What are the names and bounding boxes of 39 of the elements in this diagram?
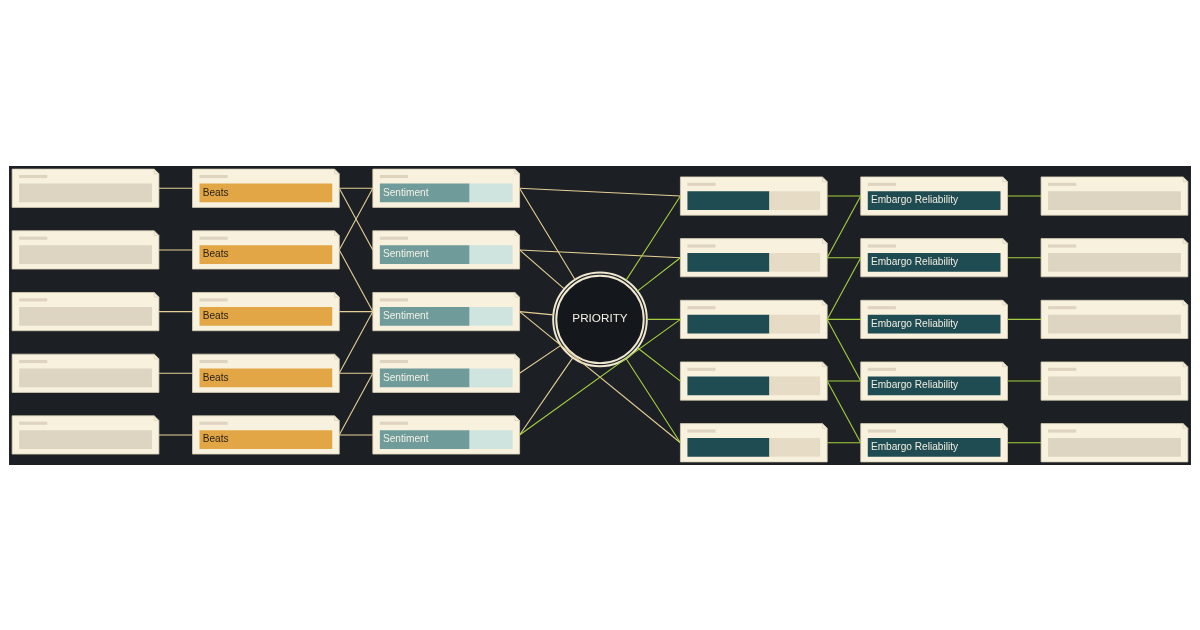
connector	[519, 187, 681, 197]
connector	[826, 195, 862, 197]
connector	[519, 344, 562, 374]
connector	[338, 248, 374, 312]
connector	[625, 357, 681, 443]
connector	[826, 441, 862, 443]
connector	[826, 256, 862, 320]
connector	[519, 356, 574, 435]
connector	[826, 380, 862, 443]
connector	[826, 318, 862, 382]
connector	[1006, 195, 1042, 197]
connector	[158, 310, 194, 312]
connector	[519, 187, 576, 280]
connector	[338, 187, 374, 250]
connector	[338, 433, 374, 435]
connector	[519, 248, 681, 258]
connector	[826, 318, 862, 320]
connector	[625, 195, 681, 281]
connector	[338, 187, 374, 189]
connector	[826, 195, 862, 258]
connector	[1006, 318, 1042, 320]
connector	[1006, 380, 1042, 382]
connector	[636, 346, 681, 382]
connector	[158, 248, 194, 250]
connector	[826, 256, 862, 258]
connector	[158, 187, 194, 189]
connector	[338, 372, 374, 435]
connector	[338, 310, 374, 374]
connector	[338, 310, 374, 312]
connector	[1006, 441, 1042, 443]
connector	[158, 433, 194, 435]
connector	[158, 372, 194, 374]
connector	[826, 380, 862, 382]
connector	[519, 310, 554, 315]
connector	[519, 248, 565, 289]
connector	[636, 256, 681, 292]
connector	[1006, 256, 1042, 258]
connector	[646, 318, 681, 320]
connector	[338, 372, 374, 374]
